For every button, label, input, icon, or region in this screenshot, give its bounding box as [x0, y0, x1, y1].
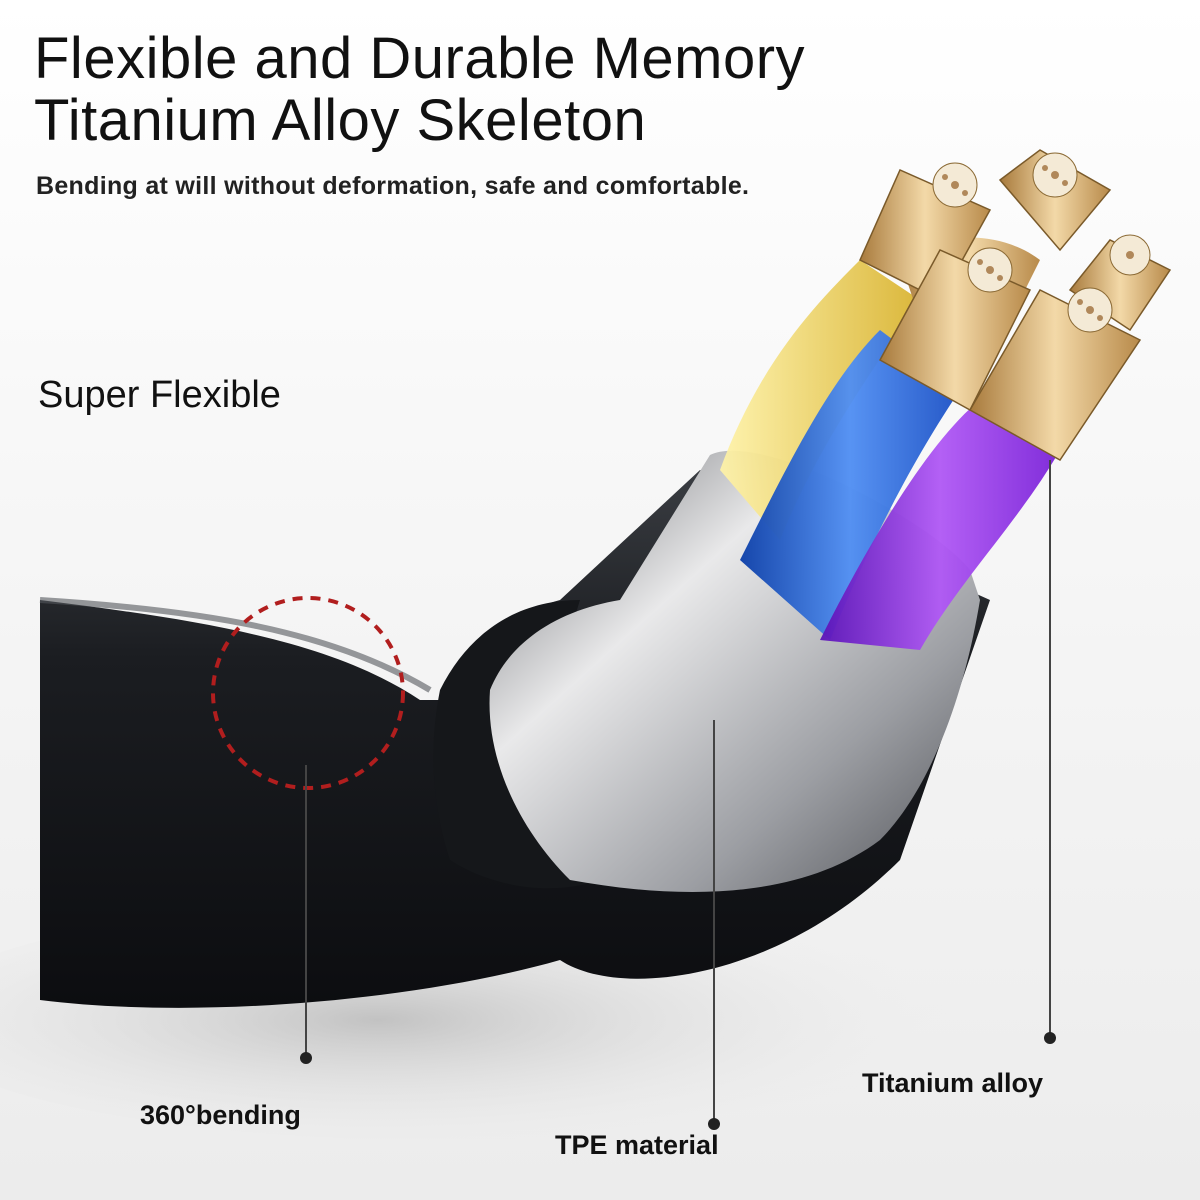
- callout-tpe-material: TPE material: [555, 1130, 719, 1160]
- title-line-2: Titanium Alloy Skeleton: [34, 88, 647, 153]
- callout-360-bending: 360°bending: [140, 1100, 301, 1130]
- bend-highlight-circle: [211, 596, 405, 790]
- title-line-1: Flexible and Durable Memory: [34, 26, 806, 91]
- super-flexible-label: Super Flexible: [38, 374, 281, 416]
- subtitle: Bending at will without deformation, saf…: [36, 172, 750, 200]
- callout-titanium-alloy: Titanium alloy: [862, 1068, 1044, 1098]
- page-title: Flexible and Durable Memory Titanium All…: [34, 28, 805, 152]
